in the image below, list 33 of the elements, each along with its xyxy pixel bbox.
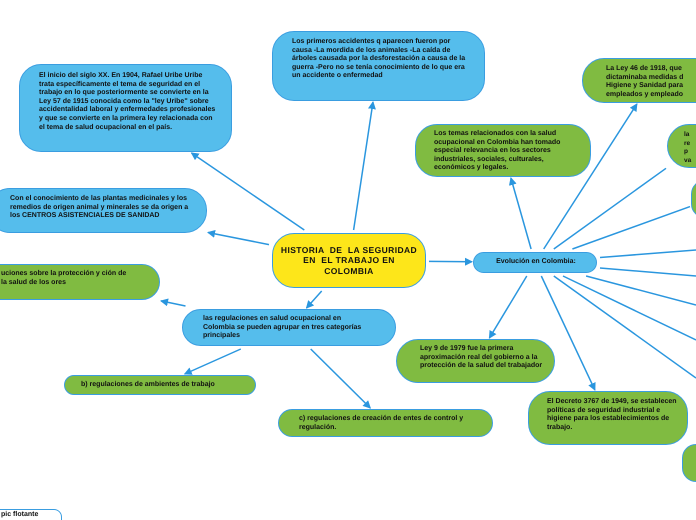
arrow xyxy=(306,290,322,309)
arrow xyxy=(184,348,242,375)
connector-line xyxy=(553,168,666,250)
topic-box xyxy=(396,339,555,383)
connector-line xyxy=(562,275,696,341)
arrow xyxy=(488,276,528,339)
connector-line xyxy=(572,206,690,250)
topic-box xyxy=(0,264,160,300)
topic-box xyxy=(0,188,207,233)
topic-box xyxy=(64,375,256,395)
topic-box xyxy=(415,124,591,177)
topic-box xyxy=(272,31,485,101)
connector-line xyxy=(553,275,696,379)
title-box xyxy=(272,233,426,288)
topic-box xyxy=(182,309,396,346)
arrow xyxy=(540,276,596,391)
topic-box xyxy=(528,391,688,445)
title-text: HISTORIA DE LA SEGURIDAD EN EL TRABAJO EN COLOMBIA xyxy=(280,244,418,276)
arrow xyxy=(429,258,473,266)
arrow xyxy=(508,177,532,250)
arrow xyxy=(310,348,371,409)
arrow xyxy=(207,230,270,246)
topic-box xyxy=(473,252,597,273)
topic-box xyxy=(19,64,232,152)
arrow xyxy=(160,298,186,307)
arrow xyxy=(190,152,305,231)
connector-line xyxy=(600,267,696,277)
connector-line xyxy=(600,249,696,258)
connector-line xyxy=(586,275,696,306)
arrow xyxy=(543,103,638,250)
arrow xyxy=(352,101,376,230)
topic-box xyxy=(278,409,493,437)
topic-box xyxy=(582,58,696,103)
